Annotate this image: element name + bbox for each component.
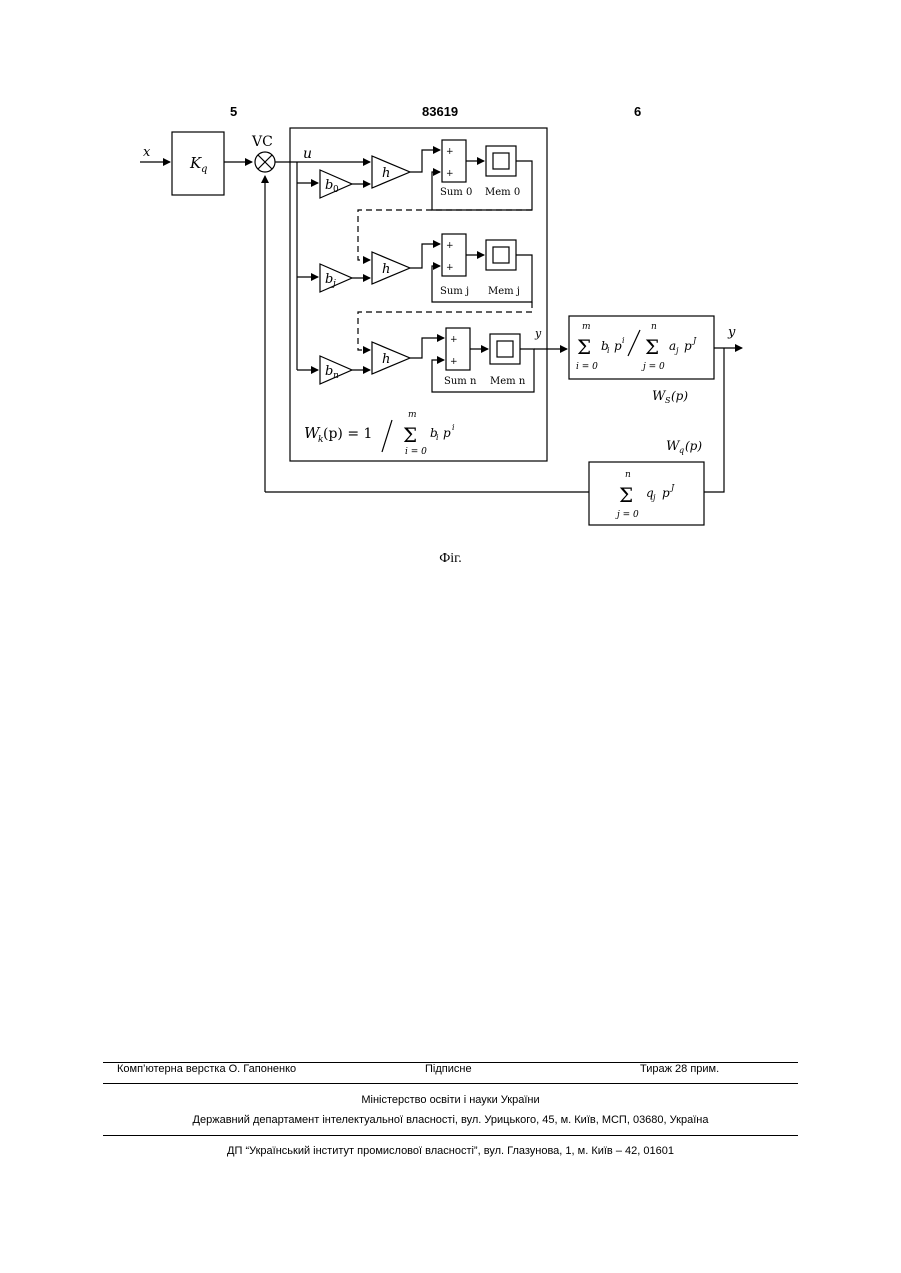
label-wk-m: m — [408, 410, 417, 420]
label-sumj: Sum j — [440, 286, 469, 297]
label-wq-p: p — [662, 486, 670, 500]
label-wq-arg: (p) — [685, 439, 702, 453]
label-ws-pj: J — [691, 336, 697, 345]
label-ws-bi: i — [607, 346, 610, 355]
label-memn: Mem n — [490, 376, 526, 387]
label-sum0: Sum 0 — [440, 187, 472, 198]
label-wk-bi: i — [436, 433, 439, 442]
label-u: u — [303, 146, 312, 162]
gain-h-rowj — [372, 252, 410, 284]
plus-0b: + — [446, 169, 454, 179]
plus-jb: + — [446, 263, 454, 273]
figure-caption: Фіг. — [0, 551, 901, 567]
footer-rule-bottom — [103, 1135, 798, 1136]
label-ws-arg: (p) — [671, 389, 688, 403]
block-diagram: x K q VC u b 0 h b j h b n h + + + + + +… — [0, 0, 901, 600]
label-wq-n: n — [625, 470, 631, 480]
label-wk-p: p — [443, 426, 451, 440]
label-mem0: Mem 0 — [485, 187, 520, 198]
label-h0: h — [382, 166, 390, 181]
label-wk-i0: i = 0 — [405, 447, 427, 457]
plus-ja: + — [446, 241, 454, 251]
footer-subscription: Підписне — [425, 1063, 472, 1075]
label-hn: h — [382, 352, 390, 367]
footer-circulation: Тираж 28 прим. — [640, 1063, 719, 1075]
label-b0-sub: 0 — [333, 185, 339, 195]
label-ws-j0: j = 0 — [641, 362, 665, 372]
label-ws-p2: p — [684, 339, 692, 353]
memj-block — [486, 240, 516, 270]
label-x: x — [143, 145, 151, 160]
plus-nb: + — [450, 357, 458, 367]
label-wq-sub: q — [679, 446, 684, 455]
sigma-wk: Σ — [403, 423, 417, 447]
label-hj: h — [382, 262, 390, 277]
sigma-ws-num: Σ — [577, 335, 591, 359]
label-y-out: y — [727, 325, 736, 340]
label-ws-pi: i — [622, 336, 625, 345]
label-wq-pj: J — [669, 483, 675, 492]
sigma-ws-den: Σ — [645, 335, 659, 359]
plus-0a: + — [446, 147, 454, 157]
gain-h-row0 — [372, 156, 410, 188]
label-bn-sub: n — [333, 371, 339, 381]
label-ws-m: m — [582, 322, 591, 332]
label-wk-arg: (p) = 1 — [323, 426, 372, 442]
label-memj: Mem j — [488, 286, 520, 297]
label-ws-p: p — [614, 339, 622, 353]
mem0-block — [486, 146, 516, 176]
footer-publisher: ДП “Український інститут промислової вла… — [0, 1145, 901, 1157]
label-wq-j0: j = 0 — [615, 510, 639, 520]
footer-department: Державний департамент інтелектуальної вл… — [0, 1114, 901, 1126]
gain-h-rown — [372, 342, 410, 374]
footer-typesetter: Комп’ютерна верстка О. Гапоненко — [117, 1063, 296, 1075]
memn-block — [490, 334, 520, 364]
footer-ministry: Міністерство освіти і науки України — [0, 1094, 901, 1106]
sigma-wq: Σ — [619, 483, 633, 507]
label-ws-n: n — [651, 322, 657, 332]
label-kq-sub: q — [201, 164, 207, 175]
plus-na: + — [450, 335, 458, 345]
footer-rule-middle — [103, 1083, 798, 1084]
label-vc: VC — [251, 134, 273, 150]
label-y-inner: y — [534, 327, 542, 340]
label-sumn: Sum n — [444, 376, 477, 387]
label-wk-pi: i — [452, 423, 455, 432]
label-ws-i0: i = 0 — [576, 362, 598, 372]
